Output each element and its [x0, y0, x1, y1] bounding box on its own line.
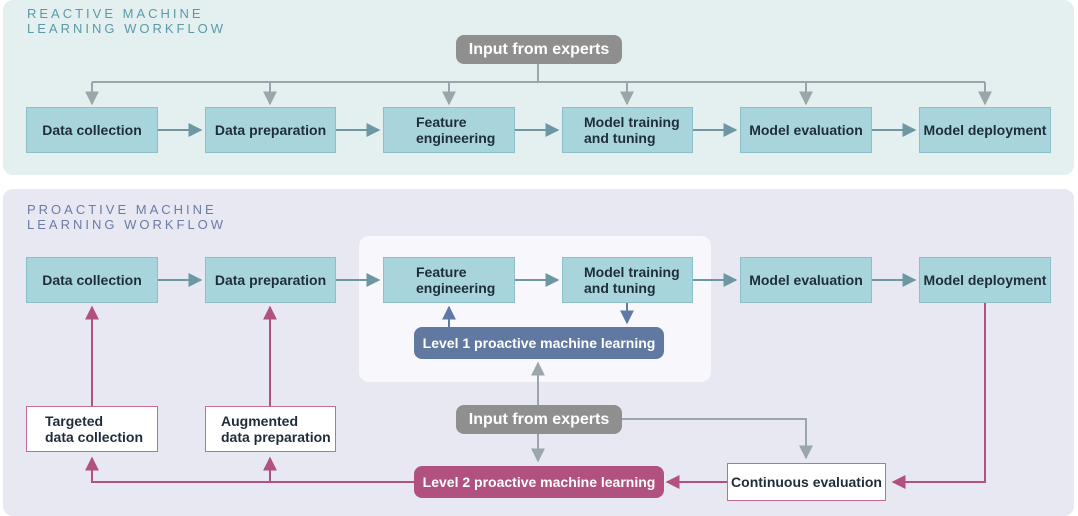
level2-feedback-arrows — [85, 303, 986, 489]
augmented-data-preparation-box: Augmented data preparation — [205, 406, 336, 452]
reactive-section-title: REACTIVE MACHINE LEARNING WORKFLOW — [27, 6, 226, 36]
targeted-data-collection-box: Targeted data collection — [26, 406, 158, 452]
targeted-line2: data collection — [45, 429, 144, 445]
reactive-feature-engineering-line1: Feature — [416, 114, 467, 130]
level1-arrows — [442, 303, 634, 327]
proactive-step-feature-engineering: Feature engineering — [383, 257, 515, 303]
reactive-step-model-training: Model training and tuning — [562, 107, 693, 153]
proactive-step-model-deployment: Model deployment — [919, 257, 1051, 303]
augmented-line2: data preparation — [221, 429, 331, 445]
reactive-title-line1: REACTIVE MACHINE — [27, 6, 204, 21]
proactive-input-lines — [531, 361, 813, 463]
reactive-step-model-evaluation: Model evaluation — [740, 107, 872, 153]
targeted-line1: Targeted — [45, 413, 104, 429]
proactive-feature-engineering-line1: Feature — [416, 264, 467, 280]
proactive-model-training-line2: and tuning — [584, 280, 656, 296]
proactive-section-title: PROACTIVE MACHINE LEARNING WORKFLOW — [27, 202, 226, 232]
continuous-evaluation-box: Continuous evaluation — [727, 463, 886, 501]
proactive-input-from-experts: Input from experts — [456, 405, 622, 434]
level2-proactive-ml-label: Level 2 proactive machine learning — [414, 466, 664, 498]
reactive-step-data-collection: Data collection — [26, 107, 158, 153]
reactive-input-lines — [85, 64, 992, 106]
proactive-step-model-training: Model training and tuning — [562, 257, 693, 303]
proactive-title-line2: LEARNING WORKFLOW — [27, 217, 227, 232]
reactive-step-model-deployment: Model deployment — [919, 107, 1051, 153]
reactive-input-from-experts: Input from experts — [456, 35, 622, 64]
level1-proactive-ml-label: Level 1 proactive machine learning — [414, 327, 664, 359]
proactive-model-training-line1: Model training — [584, 264, 680, 280]
reactive-step-feature-engineering: Feature engineering — [383, 107, 515, 153]
proactive-step-data-preparation: Data preparation — [205, 257, 336, 303]
reactive-title-line2: LEARNING WORKFLOW — [27, 21, 227, 36]
proactive-step-model-evaluation: Model evaluation — [740, 257, 872, 303]
reactive-model-training-line2: and tuning — [584, 130, 656, 146]
proactive-feature-engineering-line2: engineering — [416, 280, 496, 296]
augmented-line1: Augmented — [221, 413, 298, 429]
reactive-workflow-panel — [3, 0, 1074, 175]
proactive-step-data-collection: Data collection — [26, 257, 158, 303]
proactive-title-line1: PROACTIVE MACHINE — [27, 202, 217, 217]
reactive-step-data-preparation: Data preparation — [205, 107, 336, 153]
reactive-model-training-line1: Model training — [584, 114, 680, 130]
reactive-feature-engineering-line2: engineering — [416, 130, 496, 146]
